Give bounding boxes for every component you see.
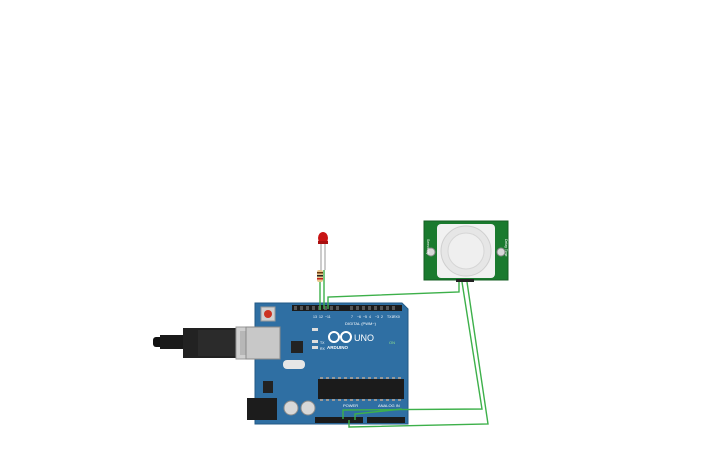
svg-text:12: 12 xyxy=(319,315,323,319)
svg-text:4: 4 xyxy=(369,315,371,319)
brand-label: ARDUINO xyxy=(327,345,348,350)
digital-header[interactable] xyxy=(292,305,402,311)
wire-pir-signal xyxy=(327,282,460,309)
crystal xyxy=(283,360,305,369)
svg-text:~5: ~5 xyxy=(363,315,367,319)
svg-text:TX1: TX1 xyxy=(387,315,393,319)
wire-pir-vcc xyxy=(348,281,489,428)
tx-led xyxy=(312,340,318,343)
on-label: ON xyxy=(389,340,395,345)
usb-chip xyxy=(291,341,303,353)
wire-pir-gnd xyxy=(342,281,483,419)
svg-text:~3: ~3 xyxy=(375,315,379,319)
capacitor xyxy=(300,400,316,416)
atmega-chip xyxy=(318,379,404,399)
delay-label: Delay Time xyxy=(504,239,508,257)
svg-text:2: 2 xyxy=(381,315,383,319)
sensitivity-label: Sensitivity xyxy=(426,239,430,255)
svg-text:RX0: RX0 xyxy=(393,315,400,319)
svg-text:13: 13 xyxy=(313,315,317,319)
regulator xyxy=(263,381,273,393)
power-label: POWER xyxy=(343,403,358,408)
red-led[interactable] xyxy=(318,232,328,270)
rx-led xyxy=(312,346,318,349)
delay-knob[interactable] xyxy=(496,247,506,257)
capacitor xyxy=(283,400,299,416)
power-header[interactable] xyxy=(315,417,363,423)
pir-sensor[interactable]: Sensitivity Delay Time xyxy=(423,220,509,282)
model-label: UNO xyxy=(354,333,374,343)
power-jack xyxy=(247,398,277,420)
analog-label: ANALOG IN xyxy=(378,403,400,408)
pir-pins xyxy=(456,279,474,282)
on-led xyxy=(312,328,318,331)
analog-header[interactable] xyxy=(367,417,405,423)
svg-text:7: 7 xyxy=(351,315,353,319)
rx-label: RX xyxy=(320,347,326,351)
svg-text:~11: ~11 xyxy=(325,315,331,319)
tx-label: TX xyxy=(320,341,325,345)
reset-button[interactable] xyxy=(264,310,272,318)
svg-text:~6: ~6 xyxy=(357,315,361,319)
arduino-logo-icon xyxy=(328,331,352,343)
wire-gnd-bridge xyxy=(354,408,403,420)
resistor[interactable] xyxy=(317,270,323,282)
digital-label: DIGITAL (PWM~) xyxy=(345,321,377,326)
usb-jack xyxy=(245,326,281,360)
sensitivity-knob[interactable] xyxy=(426,247,436,257)
wires[interactable] xyxy=(319,270,489,428)
